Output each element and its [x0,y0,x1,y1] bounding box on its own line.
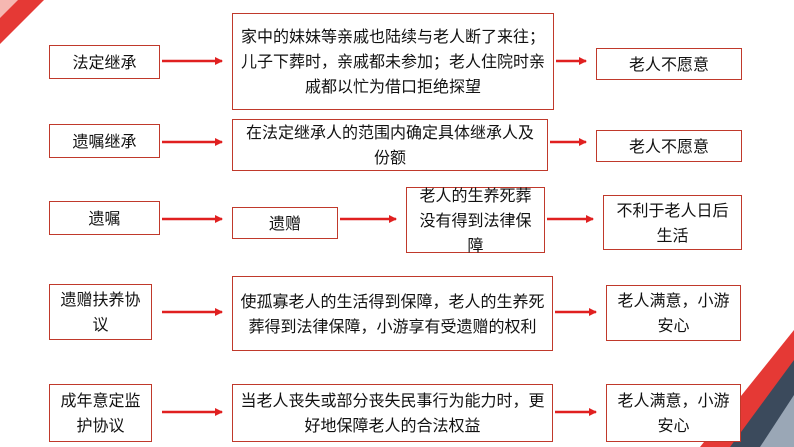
category-label: 遗嘱 [88,208,121,228]
consequence-text: 老人的生养死葬没有得到法律保障 [419,185,532,255]
bequest-box: 遗赠 [232,207,338,239]
result-text: 老人不愿意 [628,54,709,74]
result-text: 老人满意，小游安心 [617,391,730,435]
result-text: 不利于老人日后生活 [616,200,729,245]
category-box-testamentary-inheritance: 遗嘱继承 [49,124,160,158]
result-box-row4: 老人满意，小游安心 [606,285,741,341]
result-box-row5: 老人满意，小游安心 [606,384,741,442]
description-box-row4: 使孤寡老人的生活得到保障，老人的生养死葬得到法律保障，小游享有受遗赠的权利 [232,276,553,351]
description-text: 当老人丧失或部分丧失民事行为能力时，更好地保障老人的合法权益 [240,391,545,435]
category-label: 法定继承 [72,52,137,72]
category-box-will: 遗嘱 [49,201,160,235]
result-box-row3: 不利于老人日后生活 [603,195,742,250]
category-box-statutory-inheritance: 法定继承 [49,45,160,79]
description-text: 在法定继承人的范围内确定具体继承人及份额 [245,123,534,167]
description-box-row2: 在法定继承人的范围内确定具体继承人及份额 [232,119,548,171]
consequence-box-row3: 老人的生养死葬没有得到法律保障 [406,186,545,255]
category-label: 遗赠扶养协议 [60,290,141,334]
description-text: 家中的妹妹等亲戚也陆续与老人断了来往；儿子下葬时，亲戚都未参加；老人住院时亲戚都… [240,27,545,96]
bequest-text: 遗赠 [268,213,301,233]
category-label: 成年意定监护协议 [60,391,141,435]
category-box-bequest-support-agreement: 遗赠扶养协议 [49,284,152,340]
result-text: 老人满意，小游安心 [617,291,730,335]
description-text: 使孤寡老人的生活得到保障，老人的生养死葬得到法律保障，小游享有受遗赠的权利 [240,291,545,336]
category-label: 遗嘱继承 [72,131,137,151]
pink-triangle-top-left [0,0,18,18]
result-text: 老人不愿意 [628,136,709,156]
grey-triangle-bottom-right [760,395,794,447]
result-box-row2: 老人不愿意 [596,130,742,162]
category-box-adult-guardianship-agreement: 成年意定监护协议 [49,384,152,442]
description-box-row5: 当老人丧失或部分丧失民事行为能力时，更好地保障老人的合法权益 [232,384,553,442]
description-box-row1: 家中的妹妹等亲戚也陆续与老人断了来往；儿子下葬时，亲戚都未参加；老人住院时亲戚都… [232,13,554,110]
result-box-row1: 老人不愿意 [596,48,742,80]
red-triangle-top-left [0,0,44,44]
